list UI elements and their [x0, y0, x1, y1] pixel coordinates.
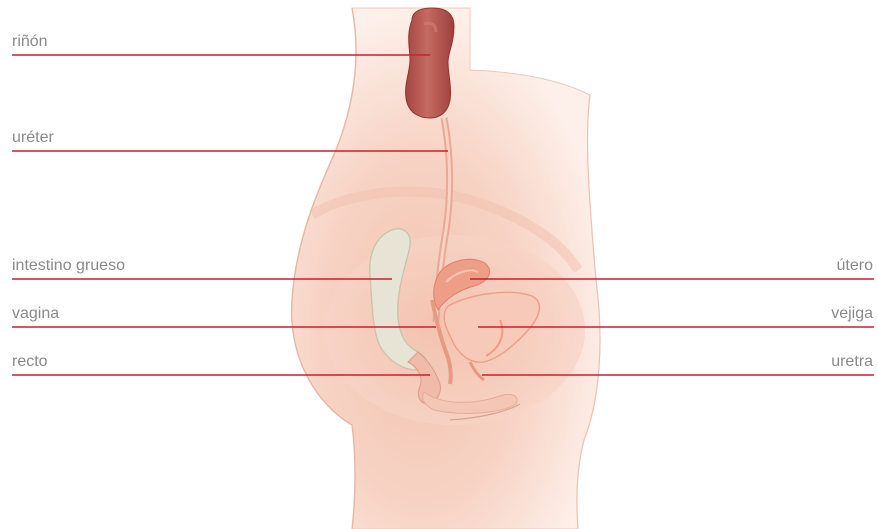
label-rectum: recto: [12, 352, 48, 372]
label-bladder: vejiga: [831, 304, 873, 324]
label-urethra: uretra: [831, 352, 873, 372]
label-large-intestine: intestino grueso: [12, 256, 125, 276]
label-uterus: útero: [837, 256, 873, 276]
label-kidney: riñón: [12, 32, 48, 52]
label-ureter: uréter: [12, 128, 54, 148]
label-vagina: vagina: [12, 304, 59, 324]
